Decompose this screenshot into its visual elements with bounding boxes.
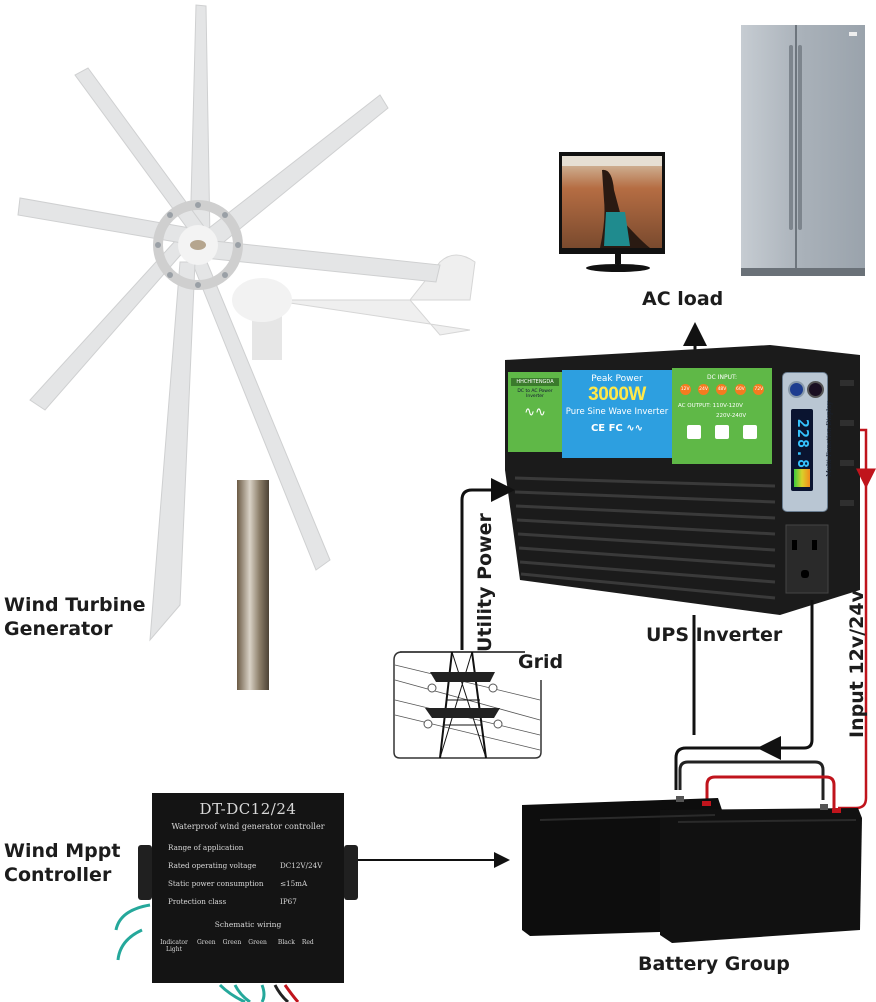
controller-model: DT-DC12/24 — [199, 800, 297, 818]
inverter-type-label: Pure Sine Wave Inverter — [565, 407, 669, 417]
dc-input-60v: 60V — [734, 384, 746, 395]
multi-function-display: 228.8 Multi-Function Display — [782, 372, 833, 512]
tv-monitor-illustration — [559, 152, 665, 272]
ac-load-label: AC load — [642, 288, 724, 310]
inverter-spec-panel: Peak Power 3000W Pure Sine Wave Inverter… — [562, 370, 672, 458]
dc-input-48v: 48V — [716, 384, 728, 395]
grid-pylon-illustration — [393, 651, 542, 759]
dc-input-options: 12V 24V 48V 60V 72V — [676, 384, 768, 395]
wiring-title: Schematic wiring — [214, 920, 282, 929]
peak-power-label: Peak Power — [591, 374, 643, 384]
spec-value: ≤15mA — [280, 879, 308, 888]
label-line: Generator — [4, 617, 113, 640]
controller-subtitle: Waterproof wind generator controller — [171, 822, 325, 831]
controller-mount-right — [344, 845, 358, 900]
spec-key: Rated operating voltage — [168, 861, 257, 870]
voltage-reading: 228.8 — [794, 418, 812, 470]
controller-mount-left — [138, 845, 152, 900]
inverter-io-panel: DC INPUT: 12V 24V 48V 60V 72V AC OUTPUT:… — [672, 368, 772, 464]
outlet-icon — [687, 425, 701, 439]
outlet-icon — [715, 425, 729, 439]
dc-input-72v: 72V — [753, 384, 765, 395]
label-line: Wind Mppt — [4, 840, 121, 862]
spec-value: IP67 — [280, 897, 297, 906]
utility-power-label: Utility Power — [474, 513, 496, 652]
indicator-light-label: Indicator Light — [160, 939, 188, 953]
spec-key: Range of application — [168, 843, 244, 852]
spec-row: Range of application — [168, 843, 344, 852]
spec-key: Protection class — [168, 897, 227, 906]
wind-controller-illustration: DT-DC12/24 Waterproof wind generator con… — [152, 793, 344, 983]
inverter-brand: HHCHITENGDA — [511, 378, 559, 386]
dc-input-24v: 24V — [698, 384, 710, 395]
spec-value: DC12V/24V — [280, 861, 323, 870]
battery-link-red — [705, 775, 836, 810]
battery-group-illustration — [522, 796, 862, 943]
wire-label: Green — [248, 939, 267, 946]
outlet-icon — [743, 425, 757, 439]
wiring-legend: Indicator Light Green Green Green Black … — [158, 939, 344, 953]
wire-label: Black — [277, 939, 295, 946]
refrigerator-illustration — [741, 25, 865, 276]
ups-inverter-label: UPS Inverter — [646, 624, 783, 646]
dc-input-label: DC INPUT: — [706, 374, 737, 381]
input-12v-24v-line — [838, 428, 868, 810]
controller-wires — [114, 903, 300, 1002]
label-line: Wind Turbine — [4, 594, 146, 616]
battery-level-bars — [794, 469, 810, 487]
ac-output-label: AC OUTPUT: — [678, 403, 711, 409]
wind-controller-label: Wind Mppt Controller — [4, 840, 120, 888]
power-button-icon — [788, 381, 805, 398]
battery-negative-line — [674, 600, 814, 790]
label-line: Controller — [4, 863, 112, 886]
wire-label: Red — [301, 939, 314, 946]
wind-turbine-label: Wind Turbine Generator — [4, 594, 146, 642]
spec-row: Static power consumption ≤15mA — [168, 879, 344, 888]
ac-outlets — [680, 425, 764, 439]
input-voltage-label: Input 12v/24v — [846, 589, 868, 738]
spec-key: Static power consumption — [168, 879, 264, 888]
wire-label: Green — [197, 939, 216, 946]
ac-output-110v: 110V-120V — [712, 403, 743, 409]
display-label: Multi-Function Display — [825, 401, 833, 477]
utility-power-line — [460, 478, 515, 650]
wind-turbine-illustration — [17, 4, 476, 690]
certification-icons: CE FC — [590, 423, 623, 434]
ac-output-220v: 220V-240V — [716, 413, 747, 419]
battery-link-black — [678, 760, 825, 800]
lcd-screen: 228.8 — [791, 409, 813, 491]
sine-wave-icon: ∿∿ — [524, 405, 546, 420]
spec-row: Rated operating voltage DC12V/24V — [168, 861, 344, 870]
spec-row: Protection class IP67 — [168, 897, 344, 906]
wire-label: Green — [222, 939, 242, 946]
inverter-brand-panel: HHCHITENGDA DC to AC Power Inverter ∿∿ — [508, 372, 562, 452]
dc-input-12v: 12V — [679, 384, 691, 395]
inverter-brand-sub: DC to AC Power Inverter — [517, 389, 553, 399]
sine-wave-icon: ∿∿ — [626, 423, 644, 434]
battery-group-label: Battery Group — [638, 953, 790, 975]
wattage-label: 3000W — [588, 384, 646, 405]
usb-port-icon — [807, 381, 824, 398]
grid-label: Grid — [518, 651, 564, 673]
